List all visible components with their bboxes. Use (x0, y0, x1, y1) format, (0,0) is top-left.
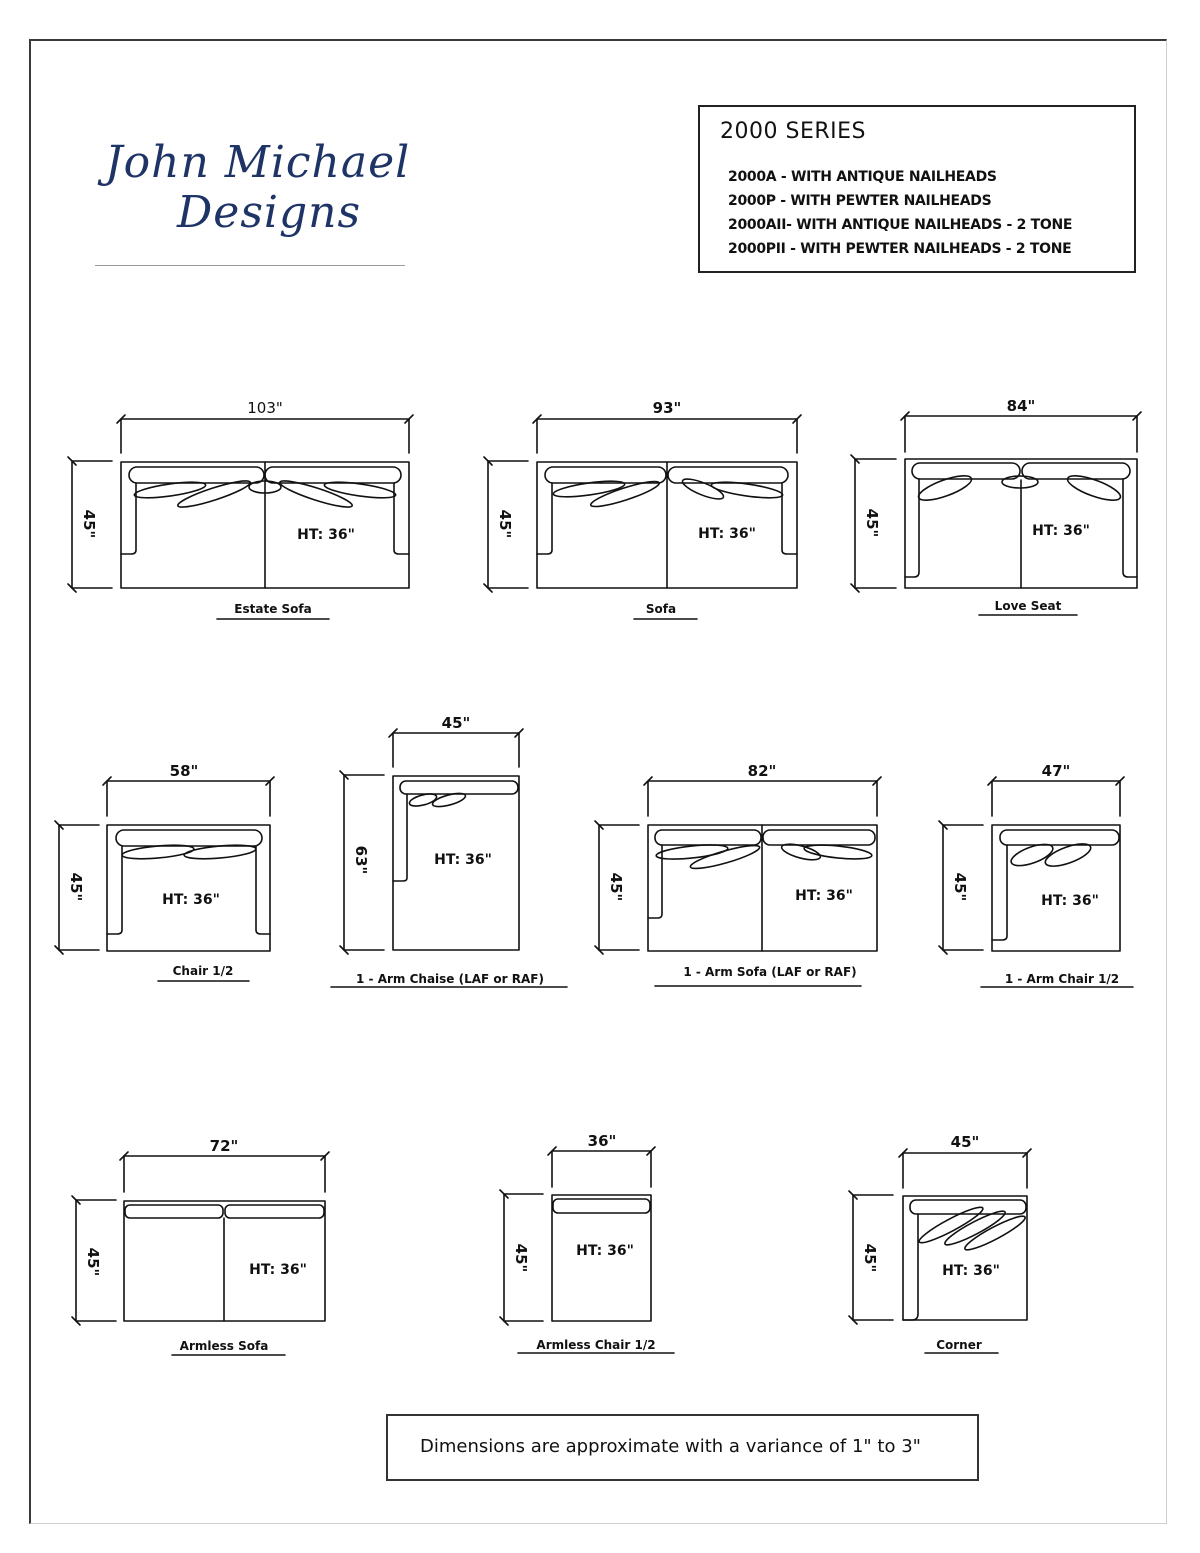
width-dimension: 47" (987, 762, 1125, 817)
piece-one-arm-sofa: 82" 45" HT: 36" 1 - Arm Sofa (LAF or RAF… (594, 762, 882, 987)
width-dimension: 93" (532, 399, 802, 454)
depth-label: 45" (84, 1248, 102, 1277)
height-label: HT: 36" (698, 526, 756, 542)
depth-dimension: 45" (850, 454, 897, 593)
height-label: HT: 36" (1032, 523, 1090, 539)
depth-label: 45" (863, 509, 881, 538)
piece-estate-sofa: 103" 45" HT: 36" Estate Sofa (67, 399, 414, 620)
width-dimension: 58" (102, 762, 275, 817)
height-label: HT: 36" (249, 1262, 307, 1278)
piece-name: 1 - Arm Chair 1/2 (1005, 972, 1119, 986)
height-label: HT: 36" (297, 527, 355, 543)
piece-name: Corner (936, 1338, 982, 1352)
piece-sofa: 93" 45" HT: 36" Sofa (483, 399, 802, 620)
series-option: 2000PII - WITH PEWTER NAILHEADS - 2 TONE (728, 241, 1072, 257)
series-option: 2000AII- WITH ANTIQUE NAILHEADS - 2 TONE (728, 217, 1073, 233)
series-title: 2000 SERIES (720, 119, 866, 144)
width-label: 84" (1007, 397, 1036, 415)
series-options-list: 2000A - WITH ANTIQUE NAILHEADS 2000P - W… (728, 165, 1072, 261)
depth-dimension: 45" (848, 1190, 894, 1325)
width-label: 45" (951, 1133, 980, 1151)
depth-dimension: 45" (71, 1195, 117, 1326)
series-option: 2000P - WITH PEWTER NAILHEADS (728, 193, 992, 209)
width-dimension: 45" (898, 1133, 1032, 1189)
depth-dimension: 45" (54, 820, 100, 955)
height-label: HT: 36" (434, 852, 492, 868)
height-label: HT: 36" (942, 1263, 1000, 1279)
piece-name: Chair 1/2 (173, 964, 234, 978)
width-label: 45" (442, 714, 471, 732)
outline (106, 824, 271, 952)
piece-chair-half: 58" 45" HT: 36" Chair 1/2 (54, 762, 275, 982)
outline (392, 775, 520, 951)
brand-name-line1: John Michael (105, 137, 411, 188)
height-label: HT: 36" (795, 888, 853, 904)
width-label: 36" (588, 1132, 617, 1150)
piece-corner: 45" 45" HT: 36" Corner (848, 1133, 1032, 1354)
piece-love-seat: 84" 45" HT: 36" Love Seat (850, 397, 1142, 616)
piece-name: Love Seat (995, 599, 1062, 613)
depth-label: 45" (80, 510, 98, 539)
piece-name: Armless Sofa (180, 1339, 269, 1353)
depth-label: 45" (861, 1244, 879, 1273)
outline (991, 824, 1121, 952)
piece-armless-chair-half: 36" 45" HT: 36" Armless Chair 1/2 (499, 1132, 675, 1354)
height-label: HT: 36" (162, 892, 220, 908)
depth-label: 45" (496, 510, 514, 539)
piece-one-arm-chaise: 45" 63" HT: 36" 1 - Arm Chaise (LAF or R… (330, 714, 568, 988)
piece-name: Sofa (646, 602, 676, 616)
piece-name: 1 - Arm Chaise (LAF or RAF) (356, 972, 544, 986)
width-label: 93" (653, 399, 682, 417)
piece-armless-sofa: 72" 45" HT: 36" Armless Sofa (71, 1137, 330, 1356)
depth-dimension: 63" (339, 770, 385, 955)
width-dimension: 36" (547, 1132, 656, 1188)
width-dimension: 45" (388, 714, 524, 768)
series-info-box: 2000 SERIES 2000A - WITH ANTIQUE NAILHEA… (698, 105, 1136, 273)
width-label: 47" (1042, 762, 1071, 780)
piece-name: Estate Sofa (234, 602, 311, 616)
logo-divider (95, 265, 405, 266)
depth-dimension: 45" (594, 820, 640, 955)
width-label: 103" (247, 399, 283, 417)
depth-label: 45" (951, 873, 969, 902)
brand-name-line2: Designs (177, 187, 362, 238)
depth-label: 45" (67, 873, 85, 902)
outline (902, 1195, 1028, 1321)
width-label: 72" (210, 1137, 239, 1155)
depth-dimension: 45" (67, 456, 113, 593)
depth-dimension: 45" (499, 1189, 544, 1326)
piece-one-arm-chair-half: 47" 45" HT: 36" 1 - Arm Chair 1/2 (938, 762, 1134, 988)
series-option: 2000A - WITH ANTIQUE NAILHEADS (728, 169, 997, 185)
height-label: HT: 36" (576, 1243, 634, 1259)
width-label: 58" (170, 762, 199, 780)
width-dimension: 103" (116, 399, 414, 454)
depth-dimension: 45" (938, 820, 984, 955)
width-dimension: 84" (900, 397, 1142, 453)
width-dimension: 72" (119, 1137, 330, 1193)
dimensions-note-box: Dimensions are approximate with a varian… (386, 1414, 979, 1481)
brand-logo: John Michael Designs (95, 125, 409, 270)
depth-label: 45" (607, 873, 625, 902)
width-dimension: 82" (643, 762, 882, 817)
outline (551, 1194, 652, 1322)
depth-dimension: 45" (483, 456, 529, 593)
piece-name: Armless Chair 1/2 (536, 1338, 655, 1352)
piece-name: 1 - Arm Sofa (LAF or RAF) (683, 965, 856, 979)
page-border (29, 39, 1167, 1524)
width-label: 82" (748, 762, 777, 780)
depth-label: 45" (512, 1244, 530, 1273)
dimensions-note: Dimensions are approximate with a varian… (420, 1436, 921, 1457)
height-label: HT: 36" (1041, 893, 1099, 909)
depth-label: 63" (352, 846, 370, 875)
